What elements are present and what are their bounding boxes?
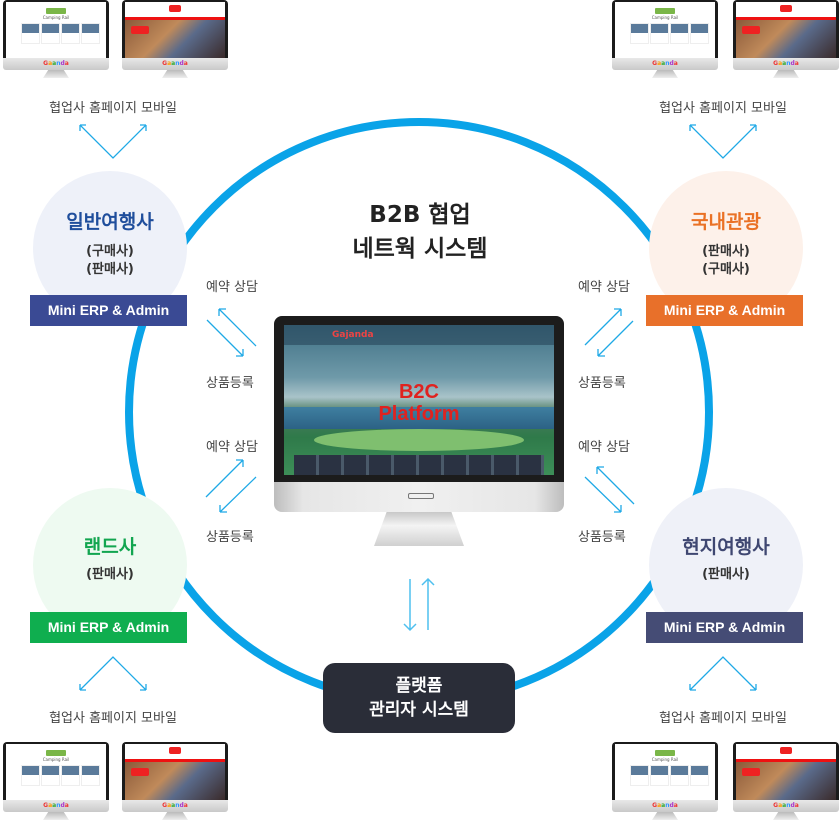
partner-monitor-camping: Camping Rail Gaanda xyxy=(612,0,718,78)
partner-caption: 협업사 홈페이지 모바일 xyxy=(659,101,787,116)
title-line: B2B 협업 xyxy=(369,202,471,228)
title-line: 네트웍 시스템 xyxy=(352,236,488,262)
exchange-arrows-icon xyxy=(206,308,257,357)
partner-monitor-camping: Camping Rail Gaanda xyxy=(3,0,109,78)
partner-monitor-travel: Gaanda xyxy=(122,0,228,78)
partner-monitor-travel: Gaanda xyxy=(122,742,228,820)
mini-erp-badge: Mini ERP & Admin xyxy=(646,295,803,326)
exchange-arrows-icon xyxy=(584,308,634,357)
monitor-slot-icon xyxy=(408,493,434,499)
node-role: (판매사) xyxy=(702,244,750,259)
diagram-title: B2B 협업 네트웍 시스템 xyxy=(320,198,520,266)
node-name: 국내관광 xyxy=(691,211,761,233)
flow-label-registration: 상품등록 xyxy=(578,530,626,545)
mini-erp-badge: Mini ERP & Admin xyxy=(30,295,187,326)
partner-caption: 협업사 홈페이지 모바일 xyxy=(659,711,787,726)
node-role: (구매사) xyxy=(86,244,134,259)
flow-label-reservation: 예약 상담 xyxy=(578,440,630,455)
node-role: (판매사) xyxy=(86,262,134,277)
b2c-platform-monitor: Gajanda B2C Platform xyxy=(274,316,564,548)
flow-label-registration: 상품등록 xyxy=(206,376,254,391)
double-arrow-icon xyxy=(79,656,147,691)
flow-label-registration: 상품등록 xyxy=(206,530,254,545)
node-role: (판매사) xyxy=(86,567,134,582)
double-arrow-icon xyxy=(689,124,757,159)
node-name: 현지여행사 xyxy=(682,536,770,558)
flow-label-registration: 상품등록 xyxy=(578,376,626,391)
node-name: 일반여행사 xyxy=(66,211,154,233)
flow-label-reservation: 예약 상담 xyxy=(578,280,630,295)
platform-label: B2C Platform xyxy=(284,381,554,425)
exchange-arrows-icon xyxy=(205,459,257,513)
partner-caption: 협업사 홈페이지 모바일 xyxy=(49,101,177,116)
partner-caption: 협업사 홈페이지 모바일 xyxy=(49,711,177,726)
platform-label-line: B2C xyxy=(398,381,439,403)
node-role: (구매사) xyxy=(702,262,750,277)
platform-label-line: Platform xyxy=(378,403,460,425)
node-name: 랜드사 xyxy=(83,536,137,558)
double-arrow-icon xyxy=(689,656,757,691)
platform-screenshot: Gajanda B2C Platform xyxy=(284,325,554,475)
platform-admin-system: 플랫폼 관리자 시스템 xyxy=(323,663,515,733)
flow-label-reservation: 예약 상담 xyxy=(206,440,258,455)
partner-monitor-travel: Gaanda xyxy=(733,742,839,820)
partner-monitor-camping: Camping Rail Gaanda xyxy=(3,742,109,820)
admin-line: 관리자 시스템 xyxy=(369,700,469,720)
mini-erp-badge: Mini ERP & Admin xyxy=(30,612,187,643)
double-arrow-icon xyxy=(79,124,147,159)
admin-line: 플랫폼 xyxy=(395,676,443,696)
vertical-exchange-icon xyxy=(403,577,435,632)
brand-logo: Gajanda xyxy=(332,330,374,340)
partner-monitor-travel: Gaanda xyxy=(733,0,839,78)
flow-label-reservation: 예약 상담 xyxy=(206,280,258,295)
node-role: (판매사) xyxy=(702,567,750,582)
partner-monitor-camping: Camping Rail Gaanda xyxy=(612,742,718,820)
mini-erp-badge: Mini ERP & Admin xyxy=(646,612,803,643)
exchange-arrows-icon xyxy=(584,466,635,513)
